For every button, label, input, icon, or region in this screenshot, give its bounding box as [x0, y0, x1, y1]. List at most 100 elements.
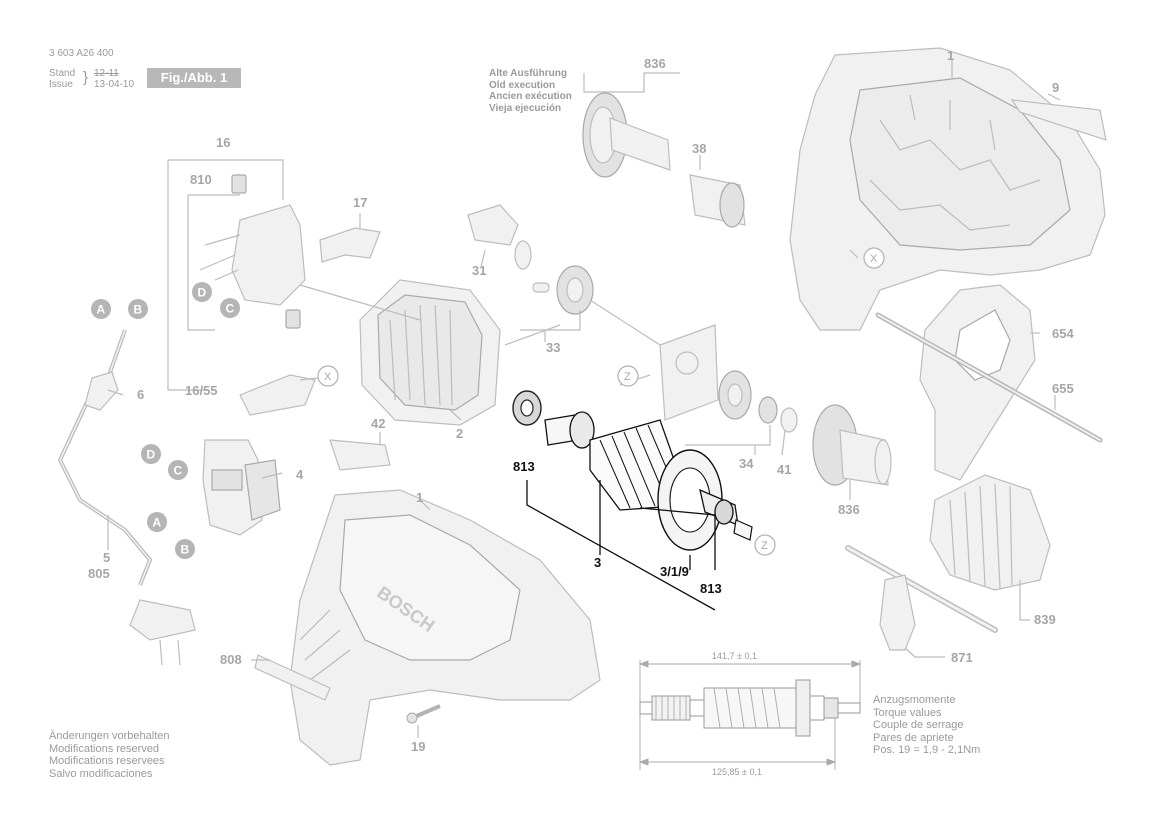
modifications-note: Änderungen vorbehalten Modifications res… — [49, 730, 169, 780]
label-34: 34 — [739, 456, 754, 471]
marker-c-brush: C — [226, 302, 235, 316]
label-1-bottom: 1 — [416, 490, 423, 505]
field-coil — [359, 279, 501, 426]
label-836-top: 836 — [644, 56, 666, 71]
marker-a-switch: A — [153, 516, 162, 530]
marker-z-plate: Z — [624, 371, 631, 383]
dimension-overall: 141,7 ± 0,1 — [712, 651, 757, 661]
marker-x-switch: X — [324, 371, 332, 383]
modifications-line: Modifications reservees — [49, 755, 165, 767]
part-34-bush — [758, 396, 778, 424]
label-836-bottom: 836 — [838, 502, 860, 517]
part-labels: 1 9 836 38 16 810 17 31 33 16/55 2 42 4 … — [88, 48, 1074, 754]
circle-markers: A B D C D C A B X X Z Z — [91, 247, 885, 559]
armature-leader-lines — [526, 480, 716, 611]
old-execution-line: Alte Ausführung — [489, 68, 567, 79]
part-654-auxiliary-handle — [919, 284, 1036, 481]
part-16-55-switch-plate — [239, 374, 316, 416]
marker-z-armature: Z — [761, 540, 768, 552]
label-1-top: 1 — [947, 48, 954, 63]
part-6-cable — [57, 329, 196, 666]
part-871-chuck-key — [845, 545, 998, 651]
part-839-chuck — [929, 474, 1051, 591]
armature-labels: 813 3 3/1/9 813 — [513, 459, 722, 596]
part-33-washer — [514, 240, 532, 270]
marker-d-brush: D — [198, 286, 207, 300]
part-808-strip — [254, 654, 331, 701]
marker-c-switch: C — [174, 464, 183, 478]
old-execution-line: Ancien exécution — [489, 91, 572, 102]
torque-line: Pos. 19 = 1,9 - 2,1Nm — [873, 744, 981, 756]
label-33: 33 — [546, 340, 560, 355]
part-655-depth-gauge-inner — [877, 314, 1101, 441]
old-execution-line: Vieja ejecución — [489, 102, 562, 114]
bearing-813-left[interactable] — [512, 390, 542, 426]
modifications-line: Salvo modificaciones — [49, 767, 153, 780]
marker-d-switch: D — [147, 448, 156, 462]
part-31-cover — [467, 204, 519, 246]
part-34-fan — [718, 370, 752, 420]
torque-values-note: Anzugsmomente Torque values Couple de se… — [873, 694, 980, 757]
part-17-clip — [319, 227, 381, 263]
old-execution-line: Old execution — [489, 79, 556, 91]
label-813-left: 813 — [513, 459, 535, 474]
armature-dimension-drawing: 141,7 ± 0,1 125,85 ± 0,1 — [638, 651, 862, 777]
label-3: 3 — [594, 555, 601, 570]
marker-a-cable: A — [97, 303, 106, 317]
marker-b-switch: B — [181, 543, 190, 557]
label-9: 9 — [1052, 80, 1059, 95]
issue-value: 13-04-10 — [94, 79, 135, 90]
issue-label: Issue — [49, 79, 73, 90]
label-16-55: 16/55 — [185, 383, 218, 398]
label-808: 808 — [220, 652, 242, 667]
doc-number: 3 603 A26 400 — [49, 48, 114, 59]
part-33-gear — [556, 265, 594, 315]
part-41-ring — [780, 407, 798, 433]
old-execution-note: Alte Ausführung Old execution Ancien exé… — [489, 68, 572, 114]
armature-assembly[interactable] — [544, 411, 753, 551]
modifications-line: Änderungen vorbehalten — [49, 730, 170, 742]
label-654: 654 — [1052, 326, 1074, 341]
label-871: 871 — [951, 650, 973, 665]
label-3-1-9: 3/1/9 — [660, 564, 689, 579]
label-41: 41 — [777, 462, 791, 477]
label-813-right: 813 — [700, 581, 722, 596]
label-17: 17 — [353, 195, 367, 210]
part-34-ring-hole — [675, 351, 699, 375]
label-5: 5 — [103, 550, 110, 565]
label-31: 31 — [472, 263, 486, 278]
torque-line: Torque values — [873, 706, 942, 719]
label-4: 4 — [296, 467, 304, 482]
modifications-line: Modifications reserved — [49, 742, 160, 755]
label-839: 839 — [1034, 612, 1056, 627]
marker-x-housing: X — [870, 253, 878, 265]
torque-line: Couple de serrage — [873, 719, 964, 731]
housing-half-bottom: BOSCH — [289, 489, 601, 766]
brush-holder-assembly — [199, 174, 306, 329]
dimension-inner: 125,85 ± 0,1 — [712, 767, 762, 777]
torque-line: Pares de apriete — [873, 731, 954, 744]
old-shaft-assembly — [582, 92, 746, 228]
part-4-switch — [202, 439, 281, 536]
stand-label: Stand — [49, 68, 76, 79]
part-19-screw — [406, 704, 441, 724]
stand-value: 12-11 — [94, 68, 119, 79]
part-42-carbon-brush — [329, 439, 391, 471]
label-38: 38 — [692, 141, 706, 156]
figure-label: Fig./Abb. 1 — [147, 68, 241, 88]
leader-lines — [107, 60, 1061, 738]
bracket-glyph: } — [83, 69, 89, 86]
label-655: 655 — [1052, 381, 1074, 396]
label-810: 810 — [190, 172, 212, 187]
label-42: 42 — [371, 416, 385, 431]
label-805: 805 — [88, 566, 110, 581]
torque-line: Anzugsmomente — [873, 694, 956, 706]
marker-b-cable: B — [134, 303, 143, 317]
label-2: 2 — [456, 426, 463, 441]
part-836-gear — [812, 404, 892, 486]
label-19: 19 — [411, 739, 425, 754]
label-6: 6 — [137, 387, 144, 402]
part-33-key — [532, 282, 550, 293]
